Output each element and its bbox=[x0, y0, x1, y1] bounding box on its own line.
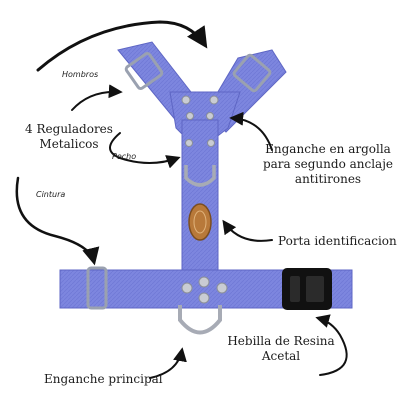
shoulder-adjuster-left bbox=[124, 51, 164, 91]
d-ring-icon bbox=[178, 305, 222, 335]
reguladores-line2: Metalicos bbox=[39, 137, 99, 151]
cintura-label: Cintura bbox=[36, 190, 66, 199]
hebilla-label: Hebilla de Resina Acetal bbox=[226, 334, 336, 364]
porta-arrow bbox=[222, 219, 273, 242]
side-release-buckle-icon bbox=[282, 268, 332, 310]
reguladores-line1: 4 Reguladores bbox=[25, 122, 113, 136]
cintura-arrow bbox=[15, 176, 100, 266]
id-tag-icon bbox=[188, 203, 212, 241]
porta-identificacion-label: Porta identificacion bbox=[278, 234, 397, 248]
waist-adjuster-left bbox=[86, 266, 108, 310]
enganche-argolla-line3: antitirones bbox=[294, 172, 362, 186]
pecho-label: Pecho bbox=[112, 152, 137, 161]
argolla-arrow bbox=[229, 111, 273, 151]
enganche-principal-label: Enganche principal bbox=[44, 372, 163, 386]
hebilla-line1: Hebilla de Resina bbox=[227, 334, 335, 348]
hebilla-line2: Acetal bbox=[261, 349, 301, 363]
hebilla-arrow bbox=[315, 314, 348, 376]
secondary-ring-icon bbox=[184, 165, 216, 187]
rivets bbox=[181, 95, 228, 304]
principal-arrow bbox=[149, 347, 187, 379]
enganche-argolla-line1: Enganche en argolla bbox=[265, 142, 391, 156]
pecho-arrow bbox=[109, 132, 181, 169]
hombros-arrow bbox=[71, 84, 123, 111]
top-curved-arrow bbox=[36, 20, 208, 72]
reguladores-label: 4 Reguladores Metalicos bbox=[14, 122, 124, 152]
shoulder-adjuster-right bbox=[232, 53, 272, 93]
enganche-argolla-label: Enganche en argolla para segundo anclaje… bbox=[258, 142, 398, 187]
annotation-arrows bbox=[15, 20, 348, 379]
enganche-argolla-line2: para segundo anclaje bbox=[262, 157, 394, 171]
hombros-label: Hombros bbox=[62, 70, 99, 79]
